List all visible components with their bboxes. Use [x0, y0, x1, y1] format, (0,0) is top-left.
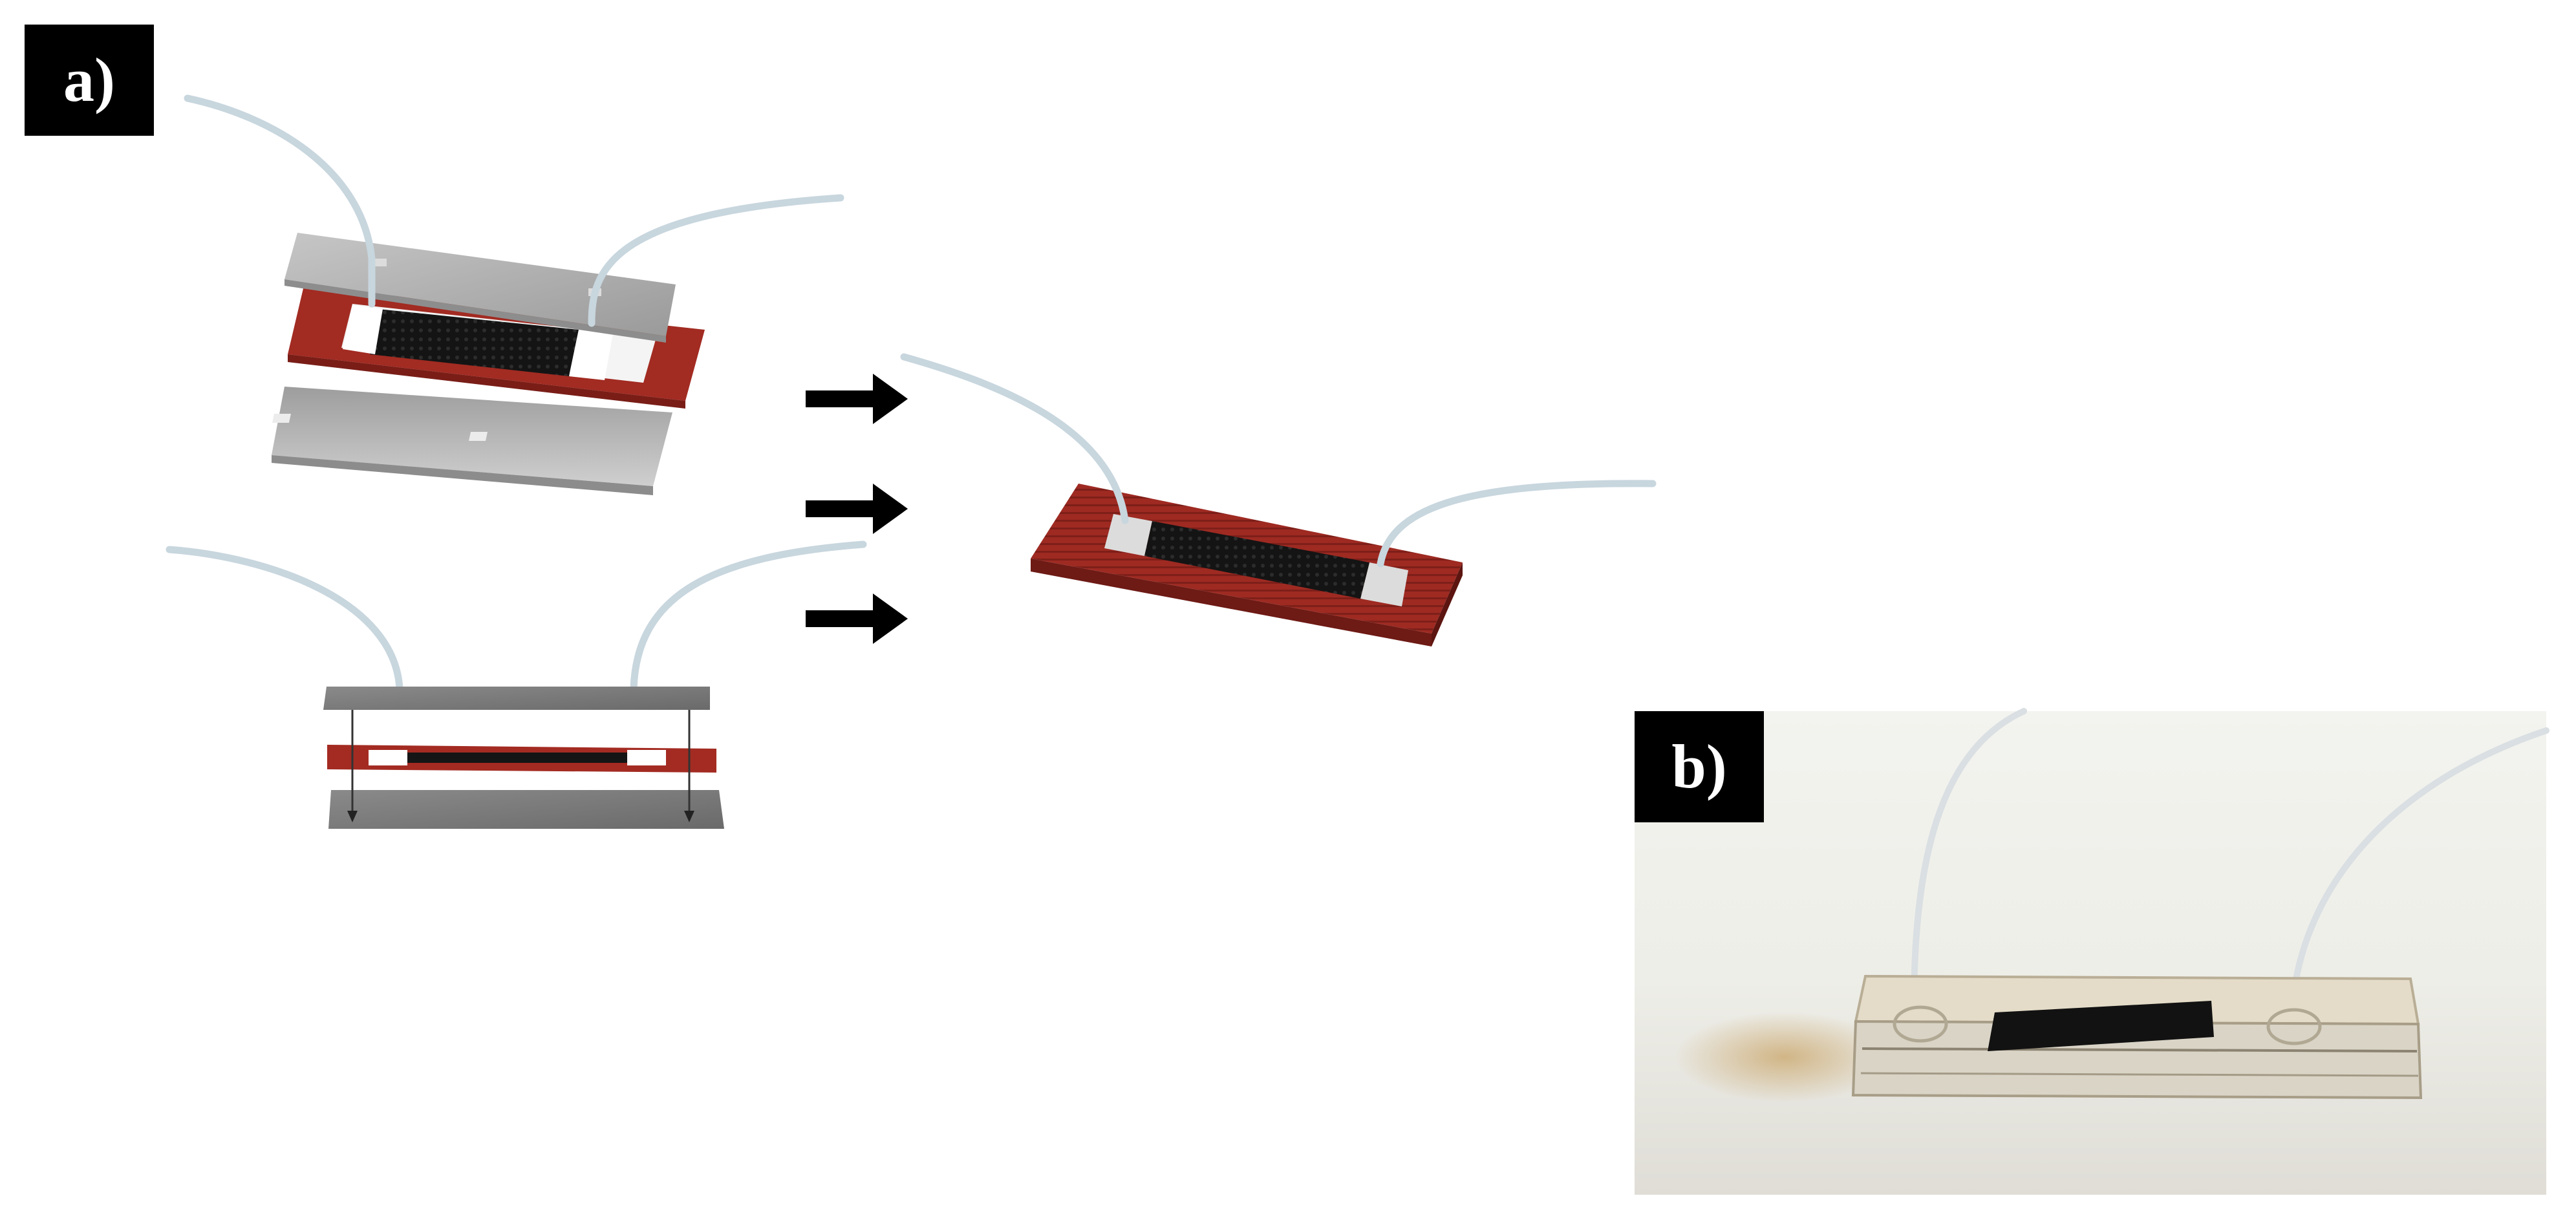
exploded-view-side	[166, 540, 867, 829]
guide-arrowhead-right	[684, 811, 694, 822]
photo-port-right	[2266, 1008, 2322, 1045]
panel-label-a: a)	[25, 25, 154, 136]
gasket-window-right	[627, 750, 666, 765]
photo-tubing-right	[2289, 727, 2549, 1012]
tubing-right	[588, 194, 844, 327]
device-front-edge	[1031, 559, 1432, 646]
right-arrow-icon	[806, 484, 908, 534]
assembled-device	[900, 353, 1657, 646]
gasket-window-left	[369, 750, 407, 765]
tubing-left	[184, 94, 376, 308]
photo-background	[1635, 711, 2546, 1195]
arrows	[806, 374, 908, 644]
gasket-electrode	[407, 753, 627, 763]
gasket-port-right	[569, 330, 613, 380]
device-port-right	[1360, 562, 1408, 606]
device-port-left	[1104, 514, 1152, 556]
device-side-edge	[1432, 562, 1463, 646]
photo-port-left	[1893, 1005, 1948, 1043]
photo-device-line	[1860, 1072, 2419, 1077]
tubing-right	[630, 540, 867, 692]
photo-tubing-left	[1911, 708, 2027, 1012]
bottom-plate	[328, 790, 724, 829]
carbon-electrode	[370, 309, 579, 376]
top-glass-port	[374, 259, 387, 266]
top-plate	[323, 687, 710, 710]
right-arrow-icon	[806, 374, 908, 424]
exploded-view-top	[184, 94, 844, 495]
bottom-glass-notch	[469, 432, 488, 441]
right-arrow-icon	[806, 593, 908, 644]
tubing-left	[166, 546, 403, 692]
panel-label-b: b)	[1635, 711, 1764, 822]
photo-device-line	[1862, 1047, 2418, 1052]
bottom-glass-notch	[272, 414, 291, 423]
guide-arrowhead-left	[347, 811, 358, 822]
top-glass-edge	[284, 279, 666, 343]
bottom-glass-edge	[272, 455, 653, 495]
red-gasket-edge	[288, 354, 685, 409]
photo-electrode	[1988, 1001, 2214, 1051]
tubing-right	[1377, 480, 1657, 568]
device-electrode	[1144, 521, 1369, 599]
photo-stain	[1675, 1012, 1894, 1102]
tubing-left	[900, 353, 1129, 524]
gasket-port-left	[343, 305, 383, 354]
device-photo	[1635, 708, 2549, 1195]
